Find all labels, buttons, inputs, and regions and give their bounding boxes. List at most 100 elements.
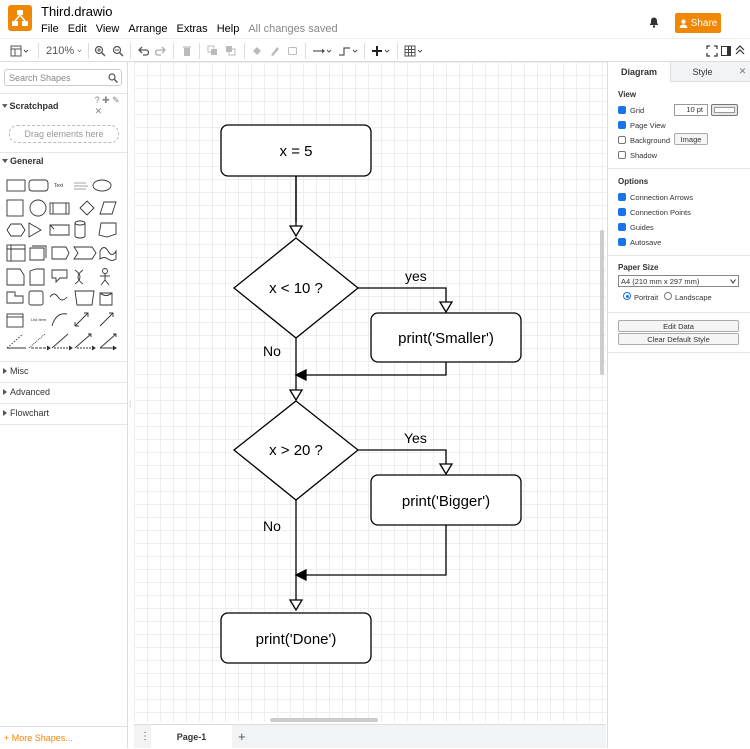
waypoints-icon[interactable]: [338, 44, 360, 58]
collapse-icon[interactable]: [734, 44, 746, 58]
menubar: File Edit View Arrange Extras Help All c…: [41, 23, 338, 35]
table-icon[interactable]: [404, 44, 426, 58]
portrait-radio[interactable]: [623, 292, 631, 300]
node-smaller-label: print('Smaller'): [398, 330, 494, 347]
sidebar-resize-handle[interactable]: ⁞: [129, 400, 132, 409]
format-panel-icon[interactable]: [720, 44, 732, 58]
shadow-label: Shadow: [630, 151, 658, 160]
edit-data-button[interactable]: Edit Data: [618, 320, 739, 332]
edge-cond2-yes[interactable]: [358, 449, 447, 464]
search-placeholder: Search Shapes: [9, 73, 71, 83]
misc-header[interactable]: Misc: [0, 362, 127, 380]
fill-color-icon[interactable]: [251, 44, 263, 58]
chevron-down-icon: [2, 104, 8, 108]
edge-label-no2: No: [263, 518, 281, 534]
node-start[interactable]: [220, 124, 372, 177]
menu-help[interactable]: Help: [216, 23, 240, 35]
share-button[interactable]: Share: [675, 13, 721, 33]
paper-size-select[interactable]: A4 (210 mm x 297 mm): [618, 275, 739, 287]
menu-edit[interactable]: Edit: [67, 23, 87, 35]
chevron-right-icon: [3, 389, 7, 395]
format-panel: Diagram Style ✕ View Grid 10 pt Page Vie…: [607, 62, 750, 748]
clear-default-style-button[interactable]: Clear Default Style: [618, 333, 739, 345]
share-label: Share: [690, 17, 718, 29]
zoom-out-icon[interactable]: [112, 44, 124, 58]
insert-icon[interactable]: [371, 44, 393, 58]
shapes-sidebar: Search Shapes Scratchpad ? ✚ ✎ ✕ Drag el…: [0, 62, 128, 748]
chevron-right-icon: [3, 368, 7, 374]
landscape-label: Landscape: [675, 293, 712, 302]
guides-checkbox[interactable]: [618, 223, 626, 231]
tab-diagram-label: Diagram: [620, 66, 657, 77]
scratchpad-dropzone[interactable]: Drag elements here: [9, 125, 119, 143]
edge-label-no1: No: [263, 343, 281, 359]
shadow-icon[interactable]: [287, 44, 299, 58]
edge-smaller-merge[interactable]: [306, 362, 447, 376]
connection-points-checkbox[interactable]: [618, 208, 626, 216]
pages-menu-icon[interactable]: ⋮: [140, 731, 150, 742]
drawio-logo-icon[interactable]: [8, 5, 32, 31]
delete-icon[interactable]: [181, 44, 193, 58]
menu-extras[interactable]: Extras: [176, 23, 208, 35]
horizontal-scrollbar[interactable]: [270, 718, 378, 722]
connection-icon[interactable]: [312, 44, 334, 58]
search-icon[interactable]: [108, 73, 118, 83]
node-smaller[interactable]: [370, 312, 522, 363]
node-cond2[interactable]: [232, 400, 360, 501]
scratchpad-tools-icon[interactable]: ? ✚ ✎ ✕: [94, 95, 120, 116]
background-checkbox[interactable]: [618, 136, 626, 144]
connection-arrows-checkbox[interactable]: [618, 193, 626, 201]
autosave-checkbox[interactable]: [618, 238, 626, 246]
zoom-select[interactable]: 210%: [46, 44, 82, 58]
shadow-checkbox[interactable]: [618, 151, 626, 159]
search-shapes-input[interactable]: Search Shapes: [4, 69, 122, 86]
add-page-icon[interactable]: +: [238, 729, 246, 744]
close-panel-icon[interactable]: ✕: [734, 62, 750, 82]
page-view-checkbox[interactable]: [618, 121, 626, 129]
options-heading: Options: [618, 177, 649, 186]
page-tabbar: ⋮ Page-1 +: [134, 724, 606, 749]
scratchpad-header[interactable]: Scratchpad ? ✚ ✎ ✕: [0, 95, 127, 116]
to-back-icon[interactable]: [225, 44, 237, 58]
tab-diagram[interactable]: Diagram: [608, 62, 670, 82]
grid-checkbox[interactable]: [618, 106, 626, 114]
node-done[interactable]: [220, 612, 372, 664]
menu-view[interactable]: View: [95, 23, 120, 35]
zoom-in-icon[interactable]: [94, 44, 106, 58]
line-styles-palette[interactable]: [4, 343, 124, 353]
to-front-icon[interactable]: [207, 44, 219, 58]
misc-label: Misc: [10, 366, 29, 376]
node-bigger[interactable]: [370, 474, 522, 526]
fullscreen-icon[interactable]: [706, 44, 718, 58]
more-shapes-button[interactable]: + More Shapes...: [0, 726, 128, 748]
grid-size-value: 10 pt: [686, 105, 703, 114]
flowchart-header[interactable]: Flowchart: [0, 404, 127, 422]
redo-icon[interactable]: [155, 44, 167, 58]
tab-style[interactable]: Style: [670, 62, 734, 82]
background-image-button[interactable]: Image: [674, 133, 708, 145]
vertical-scrollbar[interactable]: [600, 230, 604, 375]
general-label: General: [10, 156, 44, 166]
menu-file[interactable]: File: [41, 23, 59, 35]
general-shapes-palette[interactable]: Text: [4, 174, 124, 354]
document-title[interactable]: Third.drawio: [41, 4, 113, 19]
general-header[interactable]: General: [0, 152, 127, 170]
background-label: Background: [630, 136, 671, 145]
edge-cond1-yes[interactable]: [358, 287, 447, 302]
page-tab-active[interactable]: Page-1: [151, 725, 232, 749]
edge-bigger-merge[interactable]: [306, 525, 447, 576]
grid-color-button[interactable]: [711, 104, 738, 116]
image-button-label: Image: [680, 134, 702, 144]
line-color-icon[interactable]: [269, 44, 281, 58]
menu-arrange[interactable]: Arrange: [128, 23, 168, 35]
flowchart-label: Flowchart: [10, 408, 50, 418]
advanced-header[interactable]: Advanced: [0, 383, 127, 401]
undo-icon[interactable]: [137, 44, 149, 58]
notification-bell-icon[interactable]: [648, 16, 660, 28]
guides-label: Guides: [630, 223, 654, 232]
grid-size-input[interactable]: 10 pt: [674, 104, 708, 116]
node-cond1[interactable]: [232, 237, 360, 339]
diagram-canvas[interactable]: x = 5 x < 10 ? print('Smaller') x > 20 ?…: [134, 62, 606, 722]
page-format-icon[interactable]: [10, 44, 32, 58]
landscape-radio[interactable]: [664, 292, 672, 300]
